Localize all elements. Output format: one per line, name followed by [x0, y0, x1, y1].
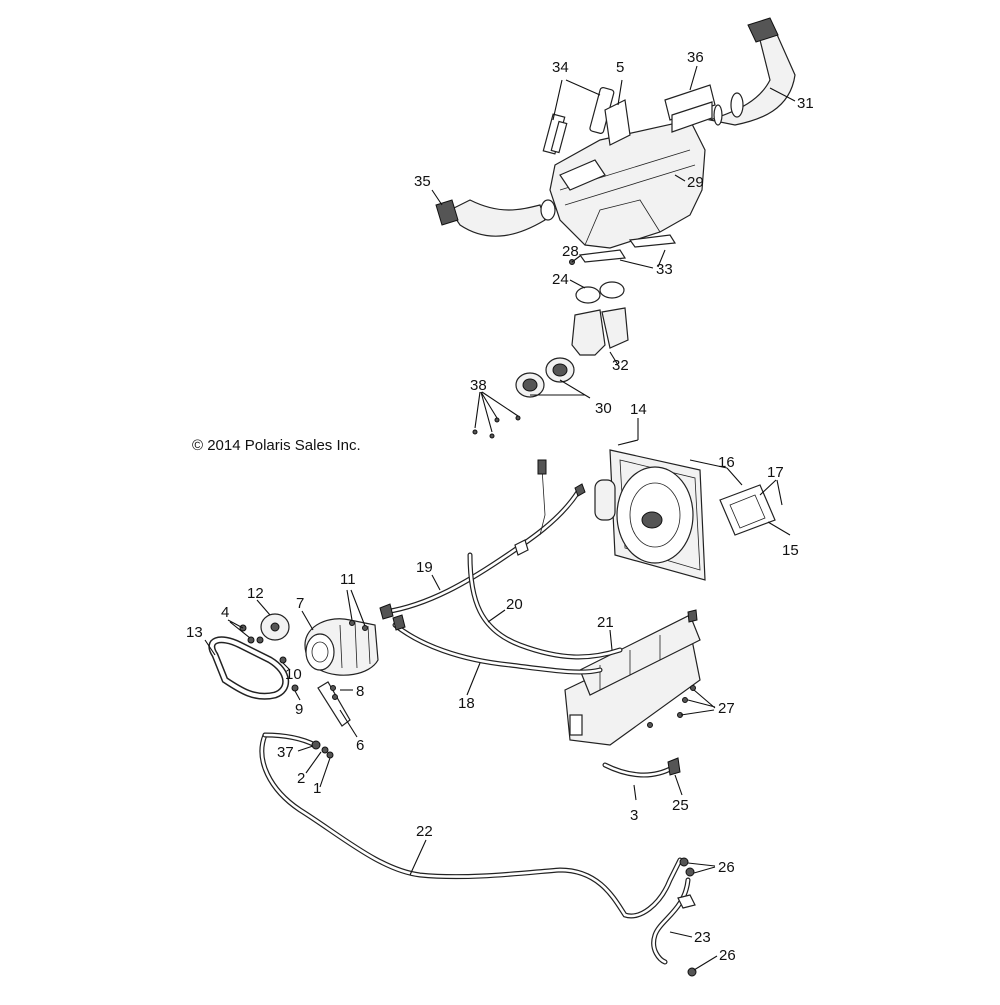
callout-12: 12 [247, 585, 264, 602]
callout-34: 34 [552, 59, 569, 76]
callout-26: 26 [718, 859, 735, 876]
callout-16: 16 [718, 454, 735, 471]
callout-8: 8 [356, 683, 364, 700]
callout-18: 18 [458, 695, 475, 712]
leader-lines [204, 65, 796, 971]
condenser-fan-assembly [594, 449, 776, 581]
callout-33: 33 [656, 261, 673, 278]
callout-4: 4 [221, 604, 229, 621]
callout-7: 7 [296, 595, 304, 612]
callout-9: 9 [295, 701, 303, 718]
callout-37: 37 [277, 744, 294, 761]
callout-19: 19 [416, 559, 433, 576]
callout-1: 1 [313, 780, 321, 797]
compressor-assembly [208, 613, 379, 727]
callout-26-lower: 26 [719, 947, 736, 964]
callout-31: 31 [797, 95, 814, 112]
callout-21: 21 [597, 614, 614, 631]
callout-10: 10 [285, 666, 302, 683]
callout-6: 6 [356, 737, 364, 754]
plenum-assembly [435, 17, 796, 439]
callout-27: 27 [718, 700, 735, 717]
callout-20: 20 [506, 596, 523, 613]
callout-28: 28 [562, 243, 579, 260]
callout-30: 30 [595, 400, 612, 417]
callout-25: 25 [672, 797, 689, 814]
callout-35: 35 [414, 173, 431, 190]
callout-numbers: 34 5 36 31 35 29 28 33 24 32 38 30 14 16… [186, 49, 814, 964]
callout-13: 13 [186, 624, 203, 641]
callout-3: 3 [630, 807, 638, 824]
callout-11: 11 [340, 571, 356, 588]
callout-22: 22 [416, 823, 433, 840]
callout-17: 17 [767, 464, 784, 481]
callout-38: 38 [470, 377, 487, 394]
callout-23: 23 [694, 929, 711, 946]
heater-hoses [259, 732, 697, 977]
callout-24: 24 [552, 271, 569, 288]
refrigerant-lines [379, 459, 623, 675]
callout-32: 32 [612, 357, 629, 374]
callout-29: 29 [687, 174, 704, 191]
callout-2: 2 [297, 770, 305, 787]
evaporator-assembly [564, 609, 701, 746]
callout-5: 5 [616, 59, 624, 76]
copyright-notice: © 2014 Polaris Sales Inc. [192, 437, 361, 454]
callout-14: 14 [630, 401, 647, 418]
callout-36: 36 [687, 49, 704, 66]
callout-15: 15 [782, 542, 799, 559]
